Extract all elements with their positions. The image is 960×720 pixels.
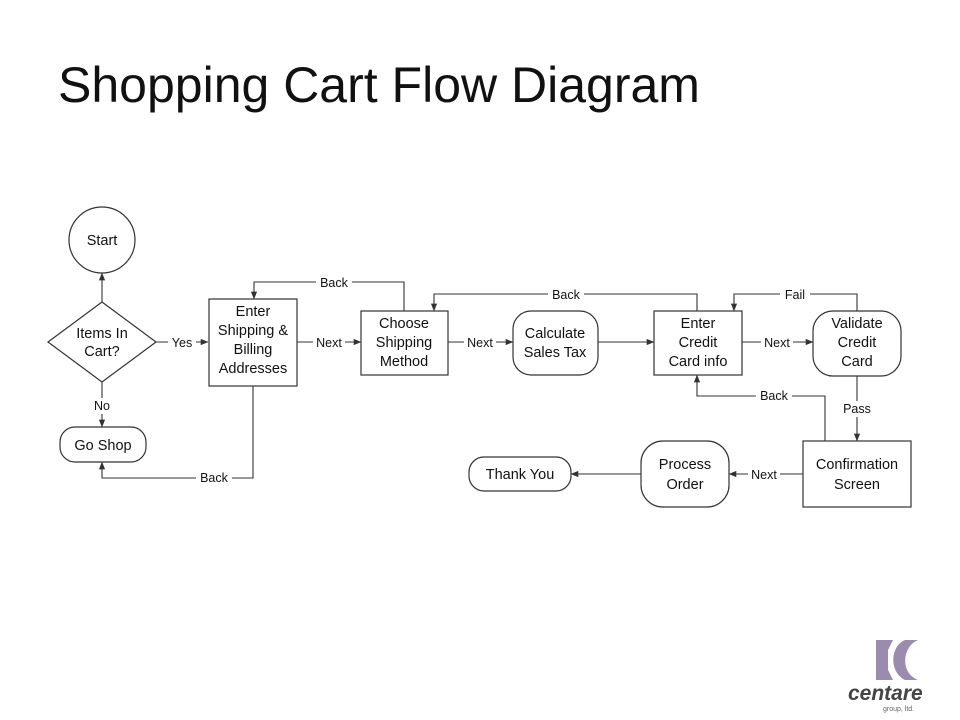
edge-shipping-back-goshop [98, 386, 254, 479]
node-label-line: Cart? [84, 344, 119, 360]
node-start: Start [68, 206, 136, 274]
node-enter-credit: Enter Credit Card info [653, 310, 743, 376]
node-label-line: Choose [379, 316, 429, 332]
node-label-line: Order [666, 477, 703, 493]
node-thank-you: Thank You [468, 456, 572, 492]
node-label-line: Enter [236, 304, 271, 320]
edge-label-no: No [94, 399, 110, 413]
logo-text: centare [848, 682, 923, 705]
node-confirmation: Confirmation Screen [802, 440, 912, 508]
node-label-line: Process [659, 457, 711, 473]
edge-label-fail: Fail [785, 288, 805, 302]
node-label-line: Method [380, 354, 428, 370]
node-choose-shipping: Choose Shipping Method [360, 310, 449, 376]
node-label-line: Addresses [219, 361, 288, 377]
edge-label-next-2: Next [467, 336, 493, 350]
node-label-line: Credit [679, 335, 718, 351]
edge-label-next-4: Next [751, 468, 777, 482]
node-label-line: Shipping & [218, 323, 288, 339]
edge-label-next-3: Next [764, 336, 790, 350]
node-label-line: Sales Tax [524, 345, 587, 361]
slide-title: Shopping Cart Flow Diagram [58, 57, 700, 113]
node-label-line: Validate [831, 316, 882, 332]
edge-label-back-shipping: Back [320, 276, 349, 290]
edge-label-yes: Yes [172, 336, 192, 350]
node-enter-shipping: Enter Shipping & Billing Addresses [208, 298, 298, 387]
node-label: Start [87, 233, 118, 249]
node-label-line: Card [841, 354, 872, 370]
node-label-line: Calculate [525, 326, 585, 342]
node-label-line: Card info [669, 354, 728, 370]
node-label-line: Billing [234, 342, 273, 358]
node-label-line: Items In [76, 326, 128, 342]
edge-label-back-credit: Back [760, 389, 789, 403]
node-process-order: Process Order [640, 440, 730, 508]
node-label-line: Screen [834, 477, 880, 493]
node-calculate-tax: Calculate Sales Tax [512, 310, 599, 376]
edges: Yes No Back Next Back Next Back Next Fai… [90, 272, 876, 485]
node-validate-credit: Validate Credit Card [812, 310, 902, 377]
logo-subtext: group, ltd. [883, 706, 914, 713]
edge-label-back-choose: Back [552, 288, 581, 302]
node-items-in-cart: Items In Cart? [46, 301, 158, 383]
node-label: Go Shop [74, 438, 131, 454]
node-label-line: Shipping [376, 335, 432, 351]
node-go-shop: Go Shop [59, 426, 147, 463]
edge-label-back-goshop: Back [200, 471, 229, 485]
node-label-line: Enter [681, 316, 716, 332]
node-label-line: Credit [838, 335, 877, 351]
node-label: Thank You [486, 467, 555, 483]
edge-label-next-1: Next [316, 336, 342, 350]
edge-label-pass: Pass [843, 402, 871, 416]
node-label-line: Confirmation [816, 457, 898, 473]
logo-mark [876, 640, 918, 680]
